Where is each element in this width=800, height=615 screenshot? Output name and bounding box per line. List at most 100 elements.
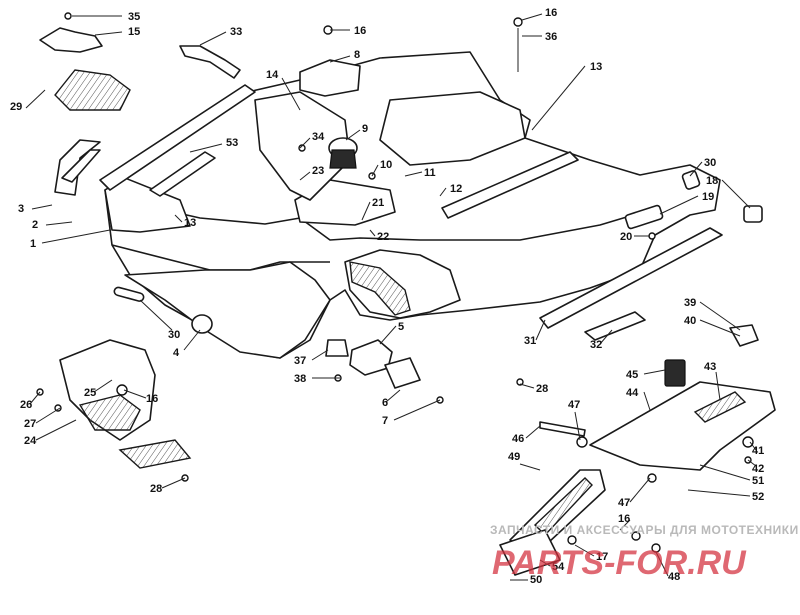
callout-16: 16 (146, 393, 158, 405)
callout-leader-27 (35, 407, 61, 424)
callout-49: 49 (508, 451, 520, 463)
watermark: ЗАПЧАСТИ И АКСЕССУАРЫ ДЛЯ МОТОТЕХНИКИ PA… (490, 523, 799, 582)
callout-4: 4 (173, 347, 180, 359)
nut (631, 531, 641, 541)
callout-leader-8 (329, 55, 351, 63)
callout-7: 7 (382, 415, 388, 427)
callout-1: 1 (30, 238, 36, 250)
washer (647, 473, 657, 483)
nut (116, 384, 128, 396)
callout-2: 2 (32, 219, 38, 231)
callout-19: 19 (702, 191, 714, 203)
callout-leader-11 (404, 171, 423, 177)
plate-6 (384, 357, 421, 389)
left-side-rail (99, 84, 256, 191)
callout-42: 42 (752, 463, 764, 475)
callout-leader-16 (521, 13, 543, 21)
fitting-5 (349, 339, 393, 376)
watermark-logo: PARTS-FOR.RU (492, 544, 747, 582)
callout-leader-22 (369, 229, 376, 237)
belly-pan-assembly (104, 51, 721, 359)
callout-leader-33 (199, 31, 227, 46)
callout-26: 26 (20, 399, 32, 411)
bolt-head (516, 378, 524, 386)
callout-leader-1 (41, 229, 111, 244)
callout-leader-46 (525, 425, 541, 439)
nut (298, 144, 306, 152)
callout-13: 13 (184, 217, 196, 229)
callout-32: 32 (590, 339, 602, 351)
callout-leader-23 (299, 171, 311, 181)
callout-38: 38 (294, 373, 306, 385)
rear-floor-panel (379, 91, 526, 166)
callout-28: 28 (150, 483, 162, 495)
bracket-15 (39, 27, 103, 53)
callout-leader-21 (361, 201, 371, 221)
callout-12: 12 (450, 183, 462, 195)
bracket-25-detail (78, 394, 141, 431)
callout-leader-2 (45, 221, 73, 226)
callout-35: 35 (128, 11, 140, 23)
bracket-24-lower (118, 439, 192, 469)
callout-leader-13 (174, 214, 183, 223)
callout-46: 46 (512, 433, 524, 445)
bumper-bracket-upper (61, 149, 101, 183)
callout-leader-28 (519, 383, 535, 389)
callout-leader-30 (689, 161, 703, 177)
pin-30 (113, 286, 145, 302)
callout-45: 45 (626, 369, 638, 381)
callout-leader-47 (574, 411, 581, 441)
callout-leader-3 (31, 204, 53, 210)
callout-leader-13 (531, 65, 586, 131)
pad-30 (681, 170, 701, 190)
callout-leader-40 (699, 319, 741, 337)
callout-leader-4 (183, 329, 201, 351)
callout-leader-52 (687, 489, 751, 497)
belly-pan-floor (119, 199, 651, 241)
callout-29: 29 (10, 101, 22, 113)
callout-leader-53 (189, 143, 223, 153)
right-side-rail (539, 227, 723, 329)
callout-33: 33 (230, 26, 242, 38)
mount-plate-8 (299, 59, 361, 97)
callout-28: 28 (536, 383, 548, 395)
callout-leader-5 (379, 325, 397, 345)
callout-leader-37 (311, 349, 329, 361)
callout-34: 34 (312, 131, 325, 143)
callout-3: 3 (18, 203, 24, 215)
callout-leader-47 (629, 477, 651, 503)
callout-leader-34 (299, 137, 311, 149)
washer (576, 436, 588, 448)
callout-44: 44 (626, 387, 639, 399)
bracket-29 (54, 69, 131, 111)
rail-strip-32 (584, 311, 646, 341)
callout-leader-12 (439, 187, 447, 197)
bracket-33 (179, 45, 241, 79)
block-18 (743, 205, 763, 223)
callout-leader-32 (599, 329, 613, 345)
callout-13: 13 (590, 61, 602, 73)
callout-leader-10 (371, 164, 379, 177)
clamp-37 (325, 339, 349, 357)
drive-tunnel-shadow (349, 261, 411, 316)
knob-39 (729, 324, 759, 347)
callout-leader-44 (643, 391, 651, 411)
watermark-caption: ЗАПЧАСТИ И АКСЕССУАРЫ ДЛЯ МОТОТЕХНИКИ (490, 523, 799, 537)
clip-19 (624, 204, 664, 230)
callout-leader-24 (35, 419, 77, 441)
callout-leader-15 (94, 31, 123, 36)
callout-37: 37 (294, 355, 306, 367)
callout-41: 41 (752, 445, 764, 457)
callout-31: 31 (524, 335, 536, 347)
callout-48: 48 (668, 571, 680, 583)
callout-16: 16 (618, 513, 630, 525)
callout-leader-7 (393, 399, 441, 421)
nut (513, 17, 523, 27)
callout-leader-54 (539, 559, 551, 567)
callout-leader-51 (699, 464, 751, 481)
callout-leader-28 (161, 477, 186, 489)
callout-30: 30 (168, 329, 180, 341)
callout-leader-9 (345, 129, 361, 141)
